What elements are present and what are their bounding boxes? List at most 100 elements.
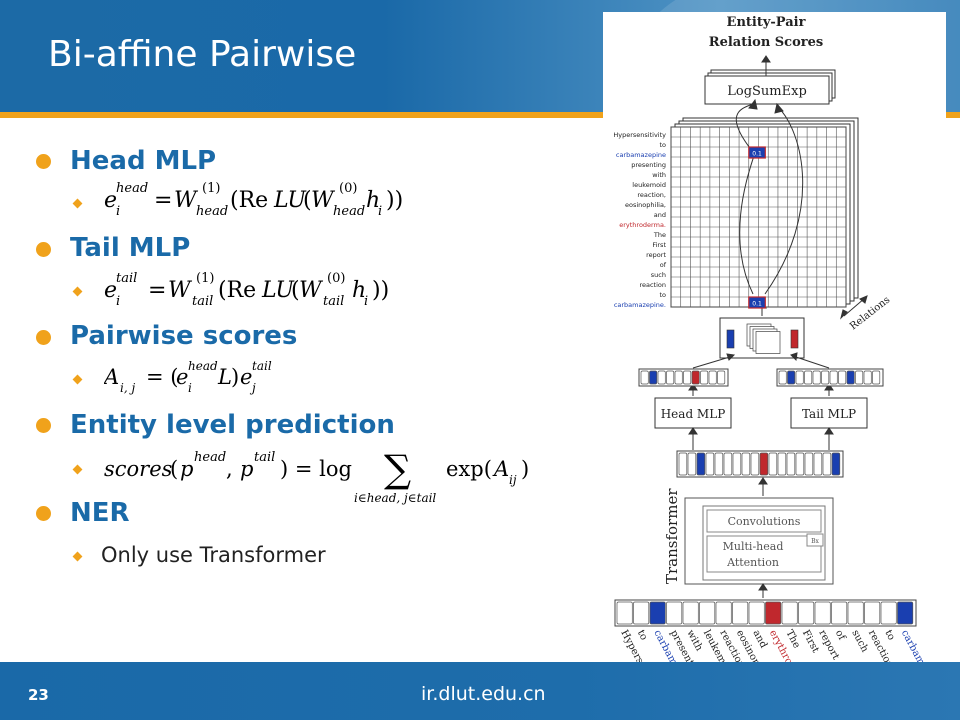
vector-cell xyxy=(838,370,847,385)
vector-cell xyxy=(705,452,715,476)
diagram-connector xyxy=(792,355,830,369)
vector-cell xyxy=(821,370,830,385)
vector-cell xyxy=(831,601,848,625)
head-vector xyxy=(726,329,735,349)
svg-text:scores: scores xyxy=(104,457,173,481)
vector-cell xyxy=(795,370,804,385)
svg-text:j: j xyxy=(249,381,256,395)
arrow-head xyxy=(824,427,834,435)
svg-text:(0): (0) xyxy=(339,181,357,196)
vector-cell xyxy=(687,452,697,476)
grid-row-label: First xyxy=(652,241,666,249)
diagram-box xyxy=(790,397,868,429)
vector-cell xyxy=(616,601,633,625)
architecture-diagram-svg: 0.10.1 Entity-Pair Relation Scores LogSu… xyxy=(613,15,945,705)
arrow-head xyxy=(688,427,698,435)
vector-cell xyxy=(723,452,733,476)
vector-cell xyxy=(717,370,726,385)
vector-cell xyxy=(777,452,787,476)
footer-bar xyxy=(0,662,960,720)
arrow-head xyxy=(758,477,768,485)
arrow-head xyxy=(774,102,784,114)
svg-text:h: h xyxy=(352,278,366,303)
svg-text:W: W xyxy=(311,188,336,213)
arrow-head xyxy=(761,55,771,63)
svg-text:tail: tail xyxy=(323,294,344,309)
token-label: to xyxy=(882,628,896,642)
arrow-head xyxy=(758,583,768,591)
vector-cell xyxy=(847,601,864,625)
vector-cell xyxy=(666,601,683,625)
tail-mlp-label: Tail MLP xyxy=(802,407,856,421)
bullet-entity-level-prediction: Entity level prediction xyxy=(70,410,395,440)
svg-text:head: head xyxy=(333,204,365,219)
svg-text:LU: LU xyxy=(273,188,307,213)
vector-cell xyxy=(804,452,814,476)
diagram-connector xyxy=(692,355,734,369)
vector-cell xyxy=(829,370,838,385)
vector-cell xyxy=(864,601,881,625)
logsumexp-label: LogSumExp xyxy=(727,84,807,99)
arrow-head xyxy=(726,353,736,361)
grid-row-label: carbamazepine. xyxy=(614,301,666,309)
arrow-head xyxy=(790,352,798,362)
svg-text:): ) xyxy=(231,365,239,389)
diagram-box xyxy=(806,533,824,547)
sub-bullet-diamond xyxy=(72,551,83,562)
svg-text:A: A xyxy=(104,365,119,389)
relations-label: Relations xyxy=(848,295,892,333)
sub-bullet-diamond xyxy=(72,374,83,385)
svg-text:(: ( xyxy=(291,278,300,303)
svg-text:e: e xyxy=(104,278,117,303)
vector-cell xyxy=(683,370,692,385)
sub-bullet-diamond xyxy=(72,464,83,475)
svg-text:h: h xyxy=(366,188,380,213)
svg-text:=: = xyxy=(148,278,166,303)
svg-text:(: ( xyxy=(170,457,178,481)
svg-text:,: , xyxy=(226,457,233,481)
svg-text:i: i xyxy=(188,381,192,395)
svg-text:W: W xyxy=(168,278,193,303)
bullet-ner: NER xyxy=(70,498,130,528)
svg-text:e: e xyxy=(240,365,252,389)
svg-text:e: e xyxy=(176,365,188,389)
diagram-top-label-line1: Entity-Pair xyxy=(727,15,806,30)
arrow-head xyxy=(688,383,698,391)
diagram-box xyxy=(706,535,822,573)
svg-text:i: i xyxy=(378,204,382,219)
svg-text:(1): (1) xyxy=(202,181,220,196)
formula-tail-mlp: e tail i = W (1) tail (Re LU ( W (0) tai… xyxy=(104,266,414,317)
vector-cell xyxy=(741,452,751,476)
vector-cell xyxy=(778,370,787,385)
vector-cell xyxy=(691,370,700,385)
grid-row-label: such xyxy=(651,271,666,279)
vector-cell xyxy=(880,601,897,625)
vector-cell xyxy=(640,370,649,385)
grid-row-label: carbamazepine xyxy=(616,151,666,159)
bullet-tail-mlp: Tail MLP xyxy=(70,233,191,263)
score-cell xyxy=(748,296,766,309)
svg-text:tail: tail xyxy=(192,294,213,309)
svg-text:head: head xyxy=(116,181,148,196)
vector-cell xyxy=(897,601,914,625)
bullet-head-mlp: Head MLP xyxy=(70,146,217,176)
convolutions-label: Convolutions xyxy=(728,515,801,528)
svg-text:(Re: (Re xyxy=(218,278,256,303)
svg-text:tail: tail xyxy=(252,359,272,373)
vector-cell xyxy=(715,601,732,625)
grid-row-label: reaction xyxy=(639,281,666,289)
svg-text:tail: tail xyxy=(254,450,275,465)
vector-cell xyxy=(732,452,742,476)
diagram-connector xyxy=(764,106,804,295)
svg-text:∑: ∑ xyxy=(384,447,411,491)
token-label: of xyxy=(833,628,848,643)
formula-pairwise-scores: A i, j = ( e head i L ) e tail j xyxy=(102,354,304,405)
svg-text:LU: LU xyxy=(261,278,295,303)
svg-text:head: head xyxy=(188,359,218,373)
vector-cell xyxy=(795,452,805,476)
score-cell xyxy=(748,146,766,159)
vector-cell xyxy=(812,370,821,385)
token-label: to xyxy=(635,628,649,642)
